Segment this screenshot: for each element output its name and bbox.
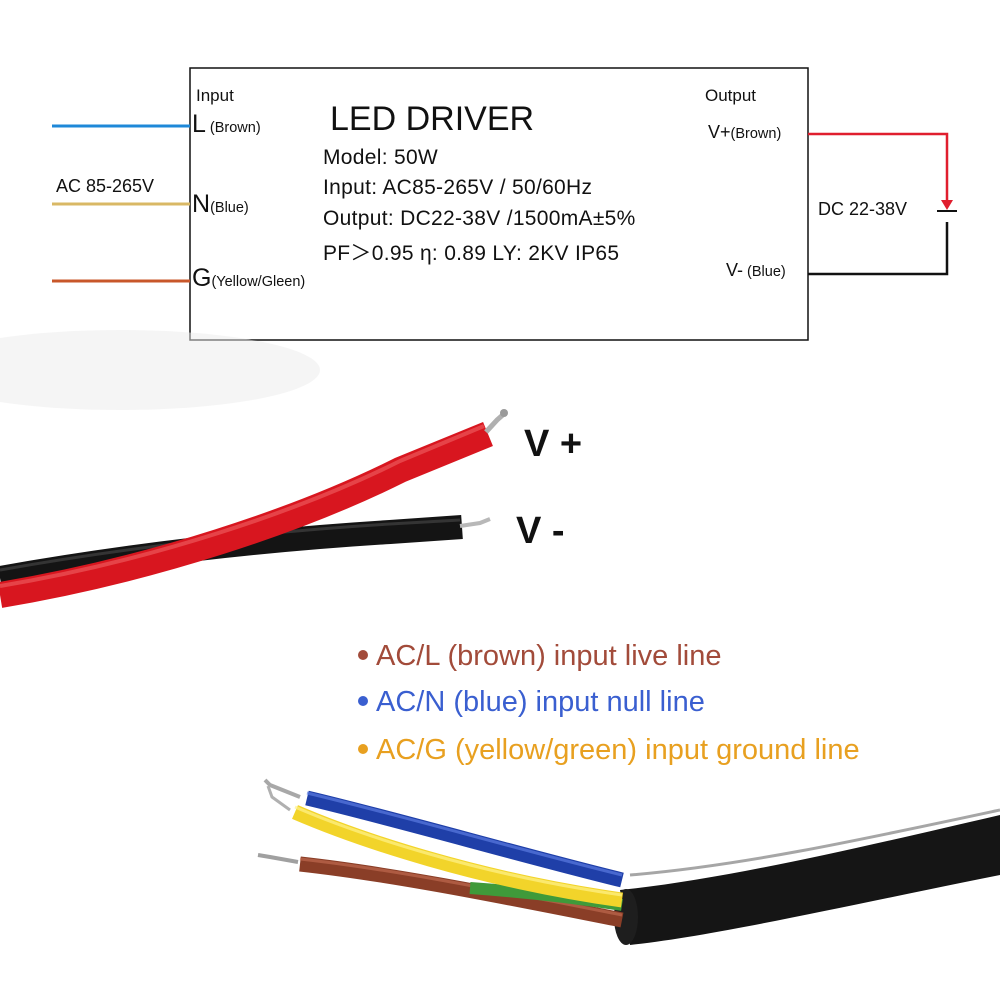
photo-label-vminus: V -: [516, 510, 565, 552]
terminal-vplus-note: (Brown): [730, 126, 782, 142]
legend-item-ground: AC/G (yellow/green) input ground line: [358, 734, 860, 767]
terminal-l-note: (Brown): [209, 120, 261, 136]
bullet-dot-icon: [358, 650, 368, 661]
output-header: Output: [705, 86, 757, 105]
arrow-icon: [941, 200, 953, 210]
terminal-n-note: (Blue): [210, 200, 249, 216]
output-cable-photo: [0, 409, 508, 608]
box-shadow: [0, 330, 320, 410]
terminal-g-note: (Yellow/Gleen): [211, 274, 306, 290]
terminal-l: L(Brown): [192, 110, 261, 139]
bullet-dot-icon: [358, 696, 368, 707]
terminal-vminus: V- (Blue): [726, 260, 786, 281]
photo-label-vplus: V +: [524, 423, 583, 465]
terminal-n-letter: N: [192, 190, 211, 218]
legend-text-live: AC/L (brown) input live line: [376, 640, 722, 672]
terminal-vplus: V+(Brown): [708, 122, 781, 143]
terminal-l-letter: L: [192, 110, 206, 138]
spec-pf: PF＞0.95 η: 0.89 LY: 2KV IP65: [323, 242, 620, 265]
terminal-vplus-label: V+: [708, 122, 731, 142]
input-header: Input: [196, 86, 234, 105]
spec-output: Output: DC22-38V /1500mA±5%: [323, 207, 636, 230]
spec-input: Input: AC85-265V / 50/60Hz: [323, 176, 593, 199]
driver-box: [189, 67, 809, 341]
output-wire-positive: [808, 132, 949, 203]
legend-text-ground: AC/G (yellow/green) input ground line: [376, 734, 860, 766]
output-voltage: DC 22-38V: [818, 199, 908, 219]
terminal-g-letter: G: [192, 264, 212, 292]
legend-item-live: AC/L (brown) input live line: [358, 640, 721, 673]
output-wire-negative: [808, 222, 949, 276]
legend-text-null: AC/N (blue) input null line: [376, 686, 705, 718]
bullet-dot-icon: [358, 744, 368, 755]
terminal-g: G(Yellow/Gleen): [192, 264, 305, 293]
terminal-vminus-label: V-: [726, 260, 744, 280]
legend-item-null: AC/N (blue) input null line: [358, 686, 705, 719]
terminal-vminus-note: (Blue): [743, 264, 786, 280]
input-voltage: AC 85-265V: [56, 176, 155, 196]
input-cable-photo: [257, 778, 1000, 945]
driver-title: LED DRIVER: [330, 100, 535, 138]
spec-model: Model: 50W: [323, 146, 439, 169]
terminal-n: N(Blue): [192, 190, 249, 219]
